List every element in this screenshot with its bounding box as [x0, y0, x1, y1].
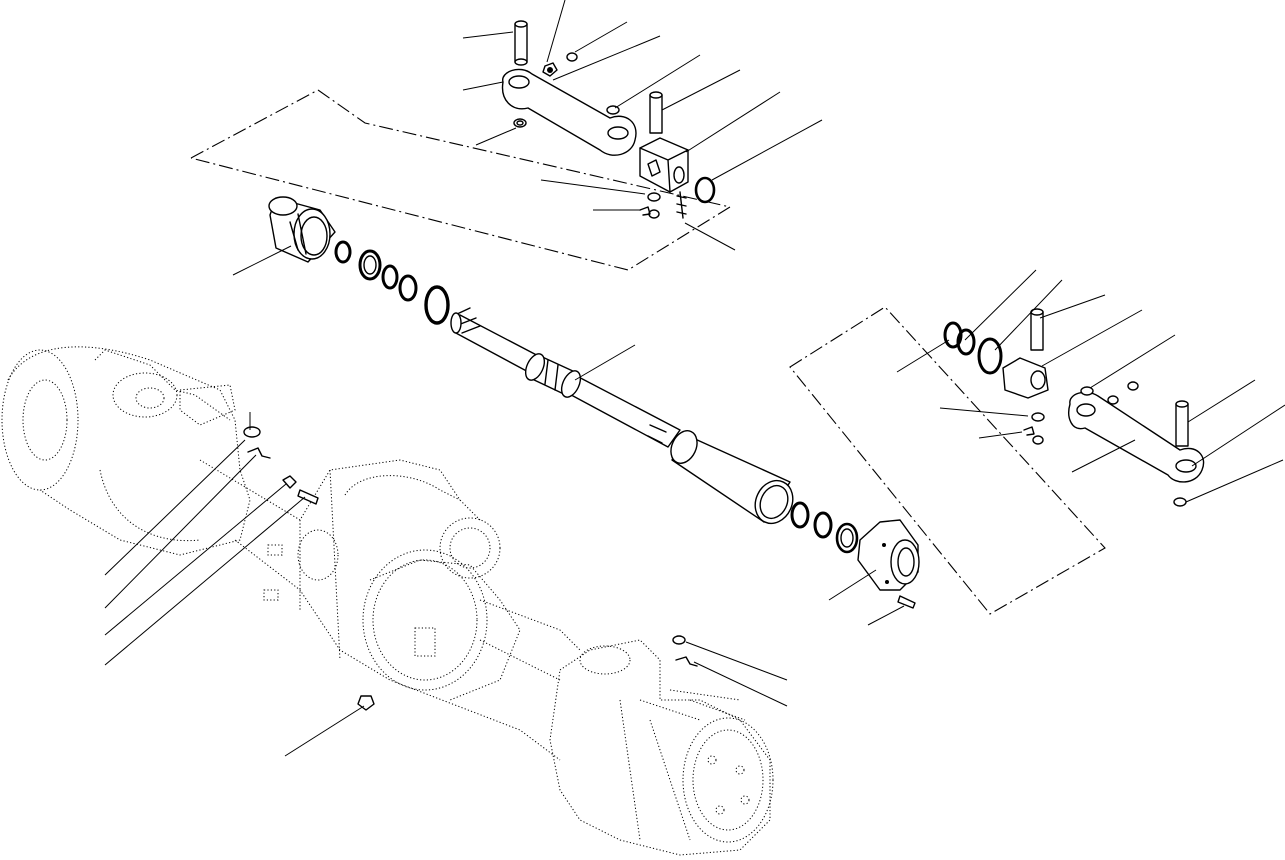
piston-rod — [450, 307, 681, 448]
axle-hardware — [243, 426, 698, 711]
cylinder-seals — [790, 501, 859, 554]
right-steering-link — [943, 308, 1205, 507]
gland-nut — [268, 196, 336, 263]
axle-housing — [1, 346, 774, 856]
upper-steering-link — [501, 20, 716, 219]
right-assembly-boundary — [789, 306, 1106, 615]
leader-lines — [104, 0, 1285, 757]
upper-assembly-boundary — [190, 89, 732, 271]
rod-seals — [334, 240, 450, 325]
cylinder-tube — [670, 430, 794, 525]
end-cap — [857, 519, 920, 609]
